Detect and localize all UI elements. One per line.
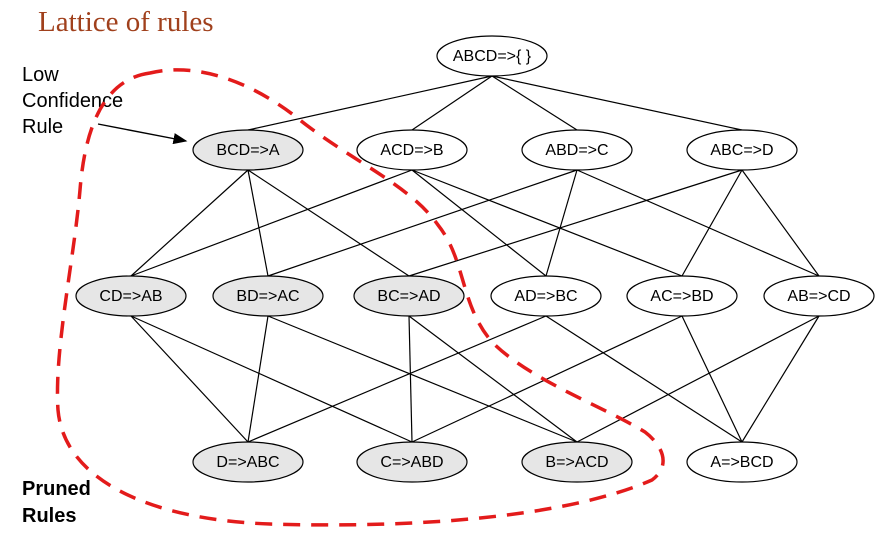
edge-ad-a	[545, 315, 743, 443]
rule-node-abc: ABC=>D	[686, 129, 798, 171]
rule-node-shape	[353, 275, 465, 317]
rule-node-label: BCD=>A	[216, 142, 279, 159]
rule-node-ac: AC=>BD	[626, 275, 738, 317]
edges-layer	[130, 75, 820, 443]
edge-abd-ab	[576, 169, 820, 277]
rule-node-bd: BD=>AC	[212, 275, 324, 317]
edge-cd-d	[130, 315, 249, 443]
rule-node-label: D=>ABC	[216, 454, 279, 471]
rule-node-ab: AB=>CD	[763, 275, 875, 317]
edge-ac-a	[681, 315, 743, 443]
edge-abd-ad	[545, 169, 578, 277]
rule-node-b: B=>ACD	[521, 441, 633, 483]
edge-abcd-abd	[491, 75, 578, 131]
rule-node-shape	[75, 275, 187, 317]
rule-node-shape	[626, 275, 738, 317]
rule-node-d: D=>ABC	[192, 441, 304, 483]
rule-node-bcd: BCD=>A	[192, 129, 304, 171]
pruned-rules-annotation: Pruned Rules	[22, 476, 91, 530]
low-confidence-line-2: Confidence	[22, 90, 124, 112]
rule-node-shape	[490, 275, 602, 317]
edge-abc-ab	[741, 169, 820, 277]
edge-acd-ac	[411, 169, 683, 277]
edge-bcd-bd	[247, 169, 269, 277]
rule-node-shape	[212, 275, 324, 317]
pruned-line-1: Pruned	[22, 478, 91, 500]
rule-node-label: A=>BCD	[710, 454, 773, 471]
rule-node-ad: AD=>BC	[490, 275, 602, 317]
rule-node-label: BD=>AC	[236, 288, 299, 305]
rule-node-shape	[192, 129, 304, 171]
edge-abc-bc	[408, 169, 743, 277]
edge-bc-b	[408, 315, 578, 443]
rule-node-cd: CD=>AB	[75, 275, 187, 317]
edge-ad-d	[247, 315, 547, 443]
rule-node-shape	[192, 441, 304, 483]
edge-abcd-abc	[491, 75, 743, 131]
edge-abcd-acd	[411, 75, 493, 131]
rule-node-label: C=>ABD	[380, 454, 443, 471]
low-confidence-arrow	[97, 123, 188, 145]
pruned-boundary-curve	[55, 68, 665, 527]
pruned-line-2: Rules	[22, 505, 77, 527]
rule-node-bc: BC=>AD	[353, 275, 465, 317]
low-confidence-annotation: Low Confidence Rule	[22, 62, 123, 140]
diagram-title: Lattice of rules	[38, 6, 214, 38]
edge-ab-a	[741, 315, 820, 443]
rule-node-shape	[686, 129, 798, 171]
rule-node-label: CD=>AB	[99, 288, 162, 305]
edge-cd-c	[130, 315, 413, 443]
rule-node-shape	[521, 129, 633, 171]
rule-node-acd: ACD=>B	[356, 129, 468, 171]
rule-node-c: C=>ABD	[356, 441, 468, 483]
rule-node-label: ABC=>D	[710, 142, 773, 159]
low-confidence-line-3: Rule	[22, 116, 64, 138]
rule-node-label: AC=>BD	[650, 288, 713, 305]
rule-node-abd: ABD=>C	[521, 129, 633, 171]
rule-node-shape	[356, 441, 468, 483]
edge-bd-b	[267, 315, 578, 443]
edge-abc-ac	[681, 169, 743, 277]
low-confidence-line-1: Low	[22, 64, 59, 86]
rule-node-abcd: ABCD=>{ }	[436, 35, 548, 77]
rule-node-shape	[521, 441, 633, 483]
rule-node-shape	[686, 441, 798, 483]
nodes-layer: ABCD=>{ } BCD=>A ACD=>B ABD=>C ABC=>D CD=>AB B…	[75, 35, 875, 483]
edge-abd-bd	[267, 169, 578, 277]
edge-abcd-bcd	[247, 75, 493, 131]
edge-bcd-bc	[247, 169, 410, 277]
rule-node-shape	[436, 35, 548, 77]
edge-bc-c	[408, 315, 413, 443]
rule-node-label: ABCD=>{ }	[453, 48, 532, 65]
edge-bcd-cd	[130, 169, 249, 277]
rule-node-shape	[356, 129, 468, 171]
rule-node-label: ACD=>B	[380, 142, 443, 159]
rule-node-shape	[763, 275, 875, 317]
edge-bd-d	[247, 315, 269, 443]
rule-node-label: AD=>BC	[514, 288, 577, 305]
edge-ac-c	[411, 315, 683, 443]
rule-node-label: B=>ACD	[545, 454, 608, 471]
rule-node-label: BC=>AD	[377, 288, 440, 305]
edge-ab-b	[576, 315, 820, 443]
edge-acd-cd	[130, 169, 413, 277]
edge-acd-ad	[411, 169, 547, 277]
rule-node-a: A=>BCD	[686, 441, 798, 483]
rule-node-label: ABD=>C	[545, 142, 608, 159]
rule-node-label: AB=>CD	[787, 288, 850, 305]
